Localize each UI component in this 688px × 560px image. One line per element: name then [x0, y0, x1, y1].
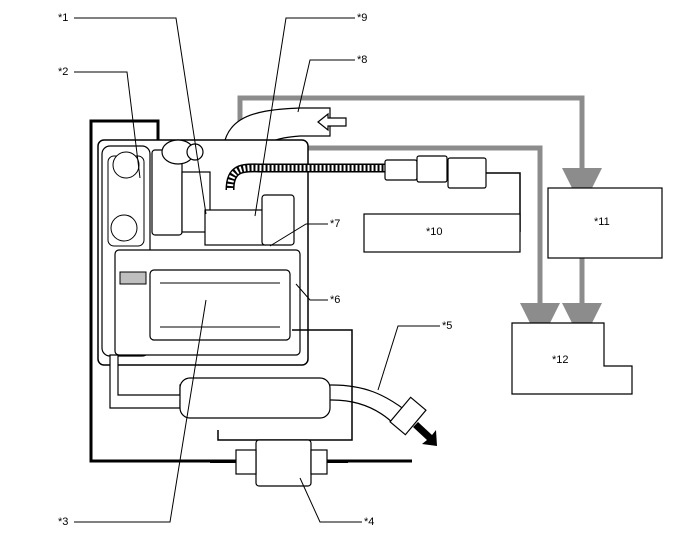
connector-plug: [416, 155, 448, 183]
pulley-lower: [110, 214, 138, 242]
callout-3: *3: [58, 516, 69, 528]
callout-9: *9: [357, 12, 368, 24]
shade-block: [119, 271, 147, 285]
leader-4: [299, 477, 362, 523]
leader-1: [74, 17, 207, 215]
callout-1: *1: [58, 12, 69, 24]
callout-6: *6: [330, 294, 341, 306]
callout-12: *12: [552, 354, 569, 366]
callout-10: *10: [426, 226, 443, 238]
sensor-housing: [261, 194, 295, 246]
catalyst-inner-bar: [160, 282, 280, 328]
box-11: [547, 187, 663, 259]
pulley-upper: [112, 151, 140, 179]
connector-wire: [486, 172, 521, 232]
box-10: [363, 213, 521, 253]
catalytic-converter: [179, 377, 331, 419]
sensor-wire-4: [217, 329, 353, 441]
leader-5: [377, 325, 440, 391]
callout-11: *11: [594, 216, 610, 228]
connector-body: [384, 159, 418, 181]
leader-lines: [74, 17, 440, 523]
leader-9: [254, 17, 355, 217]
leader-6: [295, 283, 328, 301]
exhaust-manifold: [149, 269, 291, 341]
air-flow-meter-inner: [186, 143, 204, 161]
box-12: [511, 322, 633, 395]
callout-7: *7: [330, 218, 341, 230]
part4-body: [255, 439, 312, 487]
exhaust-tip: [389, 396, 427, 436]
valve-cover: [204, 209, 266, 246]
ecu-ground-wire: [89, 119, 412, 463]
leader-2: [74, 71, 141, 179]
corrugated-hose-inner: [227, 164, 385, 191]
part4-left-cap: [235, 449, 257, 475]
intake-arrow: [317, 112, 347, 132]
callout-2: *2: [58, 66, 69, 78]
callout-4: *4: [364, 516, 375, 528]
connector-socket: [447, 157, 487, 189]
part4-right-cap: [310, 449, 328, 475]
leader-7: [269, 223, 328, 247]
exhaust-arrow: [413, 422, 437, 446]
leader-8: [297, 59, 355, 113]
leader-3: [74, 299, 207, 523]
callout-5: *5: [442, 320, 453, 332]
callout-8: *8: [357, 54, 368, 66]
